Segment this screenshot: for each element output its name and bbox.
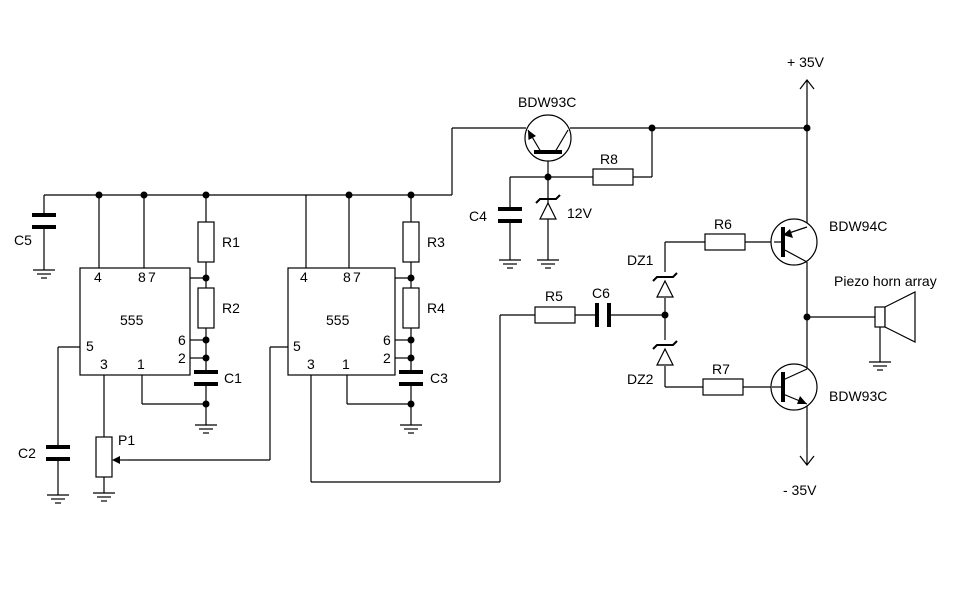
capacitor-c4: C4: [469, 207, 522, 224]
pin-number: 5: [86, 338, 94, 354]
resistor-r2: R2: [197, 287, 240, 329]
transistor-pass: BDW93C: [518, 94, 576, 162]
piezo-horn-array: Piezo horn array: [834, 273, 937, 343]
pin-number: 1: [137, 356, 145, 372]
resistor-label: R6: [714, 216, 732, 232]
pin-number: 5: [293, 338, 301, 354]
resistor-label: R2: [222, 300, 240, 316]
pin-number: 7: [148, 269, 156, 285]
resistor-r4: R4: [402, 287, 445, 329]
transistor-lower: BDW93C: [770, 363, 887, 411]
timer-chip-1: 555 4 8 7 6 2 5 3 1: [79, 267, 191, 376]
resistor-label: R5: [545, 288, 563, 304]
resistor-r1: R1: [197, 221, 240, 263]
timer-chip-2: 555 4 8 7 6 2 5 3 1: [287, 267, 396, 376]
zener-dz2: DZ2: [627, 340, 678, 387]
capacitor-label: C2: [18, 445, 36, 461]
resistor-label: R3: [427, 234, 445, 250]
ground-symbol: [537, 259, 559, 269]
capacitor-c1: C1: [194, 370, 242, 386]
resistor-label: R4: [427, 300, 445, 316]
ground-symbol: [33, 269, 55, 279]
ground-symbols: [33, 259, 891, 504]
potentiometer-label: P1: [118, 432, 135, 448]
resistor-r5: R5: [534, 288, 576, 324]
resistor-r7: R7: [702, 361, 744, 396]
pin-number: 4: [94, 269, 102, 285]
zener-dz1: DZ1: [627, 252, 678, 298]
resistor-r3: R3: [402, 221, 445, 263]
capacitor-label: C1: [224, 370, 242, 386]
resistor-r8: R8: [592, 151, 634, 186]
capacitor-c6: C6: [592, 285, 611, 327]
pin-number: 6: [178, 332, 186, 348]
load-label: Piezo horn array: [834, 273, 937, 289]
pin-number: 8: [343, 269, 351, 285]
positive-rail-label: + 35V: [787, 54, 825, 70]
capacitor-label: C6: [592, 285, 610, 301]
pin-number: 3: [307, 356, 315, 372]
zener-label: 12V: [567, 205, 593, 221]
pin-number: 3: [100, 356, 108, 372]
junction-dots: [95, 124, 811, 408]
pin-number: 6: [383, 332, 391, 348]
zener-12v: 12V: [535, 194, 593, 221]
zener-label: DZ1: [627, 252, 654, 268]
negative-rail-label: - 35V: [783, 482, 817, 498]
potentiometer-p1: P1: [95, 432, 135, 478]
transistor-label: BDW94C: [829, 218, 887, 234]
resistor-label: R8: [600, 151, 618, 167]
pin-number: 8: [138, 269, 146, 285]
transistor-label: BDW93C: [829, 388, 887, 404]
pin-number: 2: [383, 350, 391, 366]
capacitor-label: C3: [430, 370, 448, 386]
transistor-label: BDW93C: [518, 94, 576, 110]
chip-label: 555: [326, 312, 350, 328]
ground-symbol: [47, 494, 69, 504]
resistor-r6: R6: [704, 216, 746, 251]
capacitor-c5: C5: [14, 213, 56, 248]
ground-symbol: [195, 424, 217, 434]
chip-label: 555: [120, 312, 144, 328]
capacitor-c2: C2: [18, 445, 70, 461]
capacitor-c3: C3: [399, 370, 448, 386]
pin-number: 4: [300, 269, 308, 285]
capacitor-label: C4: [469, 208, 487, 224]
transistor-upper: BDW94C: [770, 218, 887, 266]
ground-symbol: [499, 259, 521, 269]
pin-number: 1: [342, 356, 350, 372]
zener-label: DZ2: [627, 371, 654, 387]
pin-number: 7: [353, 269, 361, 285]
resistor-label: R1: [222, 234, 240, 250]
ground-symbol: [400, 424, 422, 434]
resistor-label: R7: [712, 361, 730, 377]
ground-symbol: [869, 361, 891, 371]
negative-rail: - 35V: [783, 455, 817, 498]
positive-rail: + 35V: [787, 54, 825, 90]
pin-number: 2: [178, 350, 186, 366]
ground-symbol: [93, 492, 115, 502]
capacitor-label: C5: [14, 232, 32, 248]
